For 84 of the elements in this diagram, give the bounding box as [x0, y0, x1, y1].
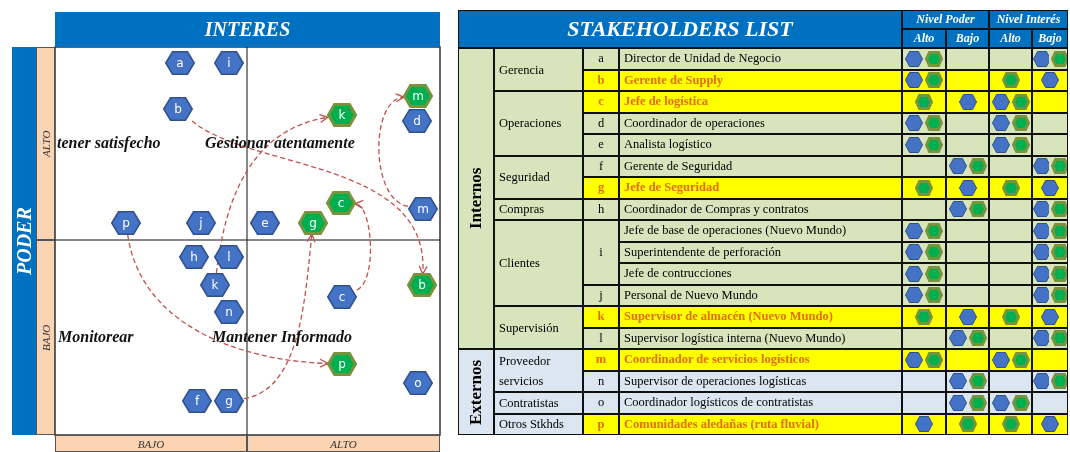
axis-label: ALTO — [36, 47, 55, 240]
table-cell: Coordinador de Compras y contratos — [619, 198, 902, 220]
table-cell: b — [583, 69, 619, 91]
quadrant-label: Mantener Informado — [212, 328, 353, 346]
axis-header: INTERES — [55, 12, 440, 47]
table-header: Nivel Interés — [989, 10, 1068, 29]
hexagon-node: n — [214, 300, 244, 324]
hexagon-node: e — [250, 211, 280, 235]
hexagon-node: h — [179, 245, 209, 269]
table-cell: Comunidades aledañas (ruta fluvial) — [619, 413, 902, 435]
table-cell: Clientes — [494, 220, 583, 306]
table-cell: Supervisor de operaciones logísticas — [619, 370, 902, 392]
table-cell: c — [583, 91, 619, 113]
table-header: Nivel Poder — [902, 10, 989, 29]
hexagon-node: l — [214, 245, 244, 269]
hexagon-node: o — [403, 371, 433, 395]
table-cell: Analista logístico — [619, 134, 902, 156]
table-cell: p — [583, 413, 619, 435]
hexagon-node: a — [165, 51, 195, 75]
table-cell: n — [583, 370, 619, 392]
dashed-arrow — [243, 233, 316, 400]
table-cell: Supervisor logística interna (Nuevo Mundo) — [619, 327, 902, 349]
table-cell: l — [583, 327, 619, 349]
hexagon-node: f — [182, 389, 212, 413]
table-header: Bajo — [946, 29, 989, 48]
axis-label: BAJO — [55, 435, 247, 452]
dashed-arrow — [215, 114, 329, 274]
table-cell: Coordinador logísticos de contratistas — [619, 392, 902, 414]
table-cell: Jefe de logística — [619, 91, 902, 113]
table-cell: Proveedor servicios — [494, 349, 583, 392]
table-cell: Personal de Nuevo Mundo — [619, 284, 902, 306]
table-cell: i — [583, 220, 619, 285]
hexagon-node: j — [186, 211, 216, 235]
quadrant-label: Monitorear — [58, 328, 134, 346]
hexagon-node: i — [214, 51, 244, 75]
dashed-arrow — [378, 95, 409, 208]
table-cell: f — [583, 155, 619, 177]
table-cell: Operaciones — [494, 91, 583, 156]
table-cell: o — [583, 392, 619, 414]
table-header: Bajo — [1032, 29, 1068, 48]
table-cell: e — [583, 134, 619, 156]
hexagon-node: k — [200, 273, 230, 297]
hexagon-node: m — [408, 197, 438, 221]
table-cell: m — [583, 349, 619, 371]
table-cell: Superintendente de perforación — [619, 241, 902, 263]
table-cell: Supervisor de almacén (Nuevo Mundo) — [619, 306, 902, 328]
dashed-arrow — [127, 234, 329, 368]
hexagon-node: c — [327, 285, 357, 309]
quadrant-label: tener satisfecho — [57, 134, 161, 152]
table-cell: d — [583, 112, 619, 134]
axis-label: BAJO — [36, 240, 55, 435]
quadrant-label: Gestionar atentamente — [205, 134, 355, 152]
table-cell: Jefe de contrucciones — [619, 263, 902, 285]
table-cell: Compras — [494, 198, 583, 220]
table-cell: Gerente de Seguridad — [619, 155, 902, 177]
table-cell: h — [583, 198, 619, 220]
hexagon-node: b — [163, 97, 193, 121]
table-cell: Gerencia — [494, 48, 583, 91]
table-cell: Coordinador de servicios logísticos — [619, 349, 902, 371]
dashed-arrow — [191, 120, 427, 275]
table-cell: Contratistas — [494, 392, 583, 414]
table-cell: a — [583, 48, 619, 70]
table-header: STAKEHOLDERS LIST — [458, 10, 902, 48]
table-cell: Gerente de Supply — [619, 69, 902, 91]
hexagon-node: g — [214, 389, 244, 413]
table-cell: Otros Stkhds — [494, 413, 583, 435]
table-cell: Coordinador de operaciones — [619, 112, 902, 134]
hexagon-node: d — [402, 109, 432, 133]
hexagon-node: p — [111, 211, 141, 235]
dashed-arrow — [354, 202, 372, 291]
table-cell: k — [583, 306, 619, 328]
table-cell: j — [583, 284, 619, 306]
axis-label: ALTO — [247, 435, 440, 452]
table-cell: Externos — [458, 349, 494, 435]
table-cell: g — [583, 177, 619, 199]
table-cell: Jefe de base de operaciones (Nuevo Mundo) — [619, 220, 902, 242]
table-cell: Supervisión — [494, 306, 583, 349]
table-cell: Internos — [458, 48, 494, 349]
table-cell: Director de Unidad de Negocio — [619, 48, 902, 70]
table-cell: Jefe de Seguridad — [619, 177, 902, 199]
table-header: Alto — [989, 29, 1032, 48]
axis-header: PODER — [12, 47, 36, 435]
table-header: Alto — [902, 29, 946, 48]
table-cell: Seguridad — [494, 155, 583, 199]
